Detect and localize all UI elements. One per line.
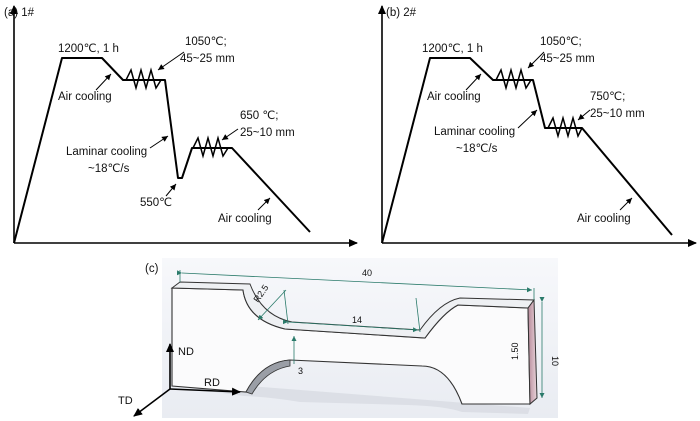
panel-a-coil-arrow [165,183,177,197]
panel-b-air-arrow-1 [465,73,482,91]
dim-thickness: 1.50 [510,342,520,360]
dim-length-line [176,270,533,293]
panel-b-air-cooling-1: Air cooling [427,91,481,103]
dim-length: 40 [362,268,372,278]
panel-a-coil-temp: 550℃ [140,197,172,209]
panel-b-laminar-label: Laminar cooling [434,126,515,138]
panel-c-label: (c) [145,263,159,275]
panel-b-rolling-coil-2 [547,115,583,139]
panel-a-laminar-arrow [149,135,169,149]
panel-b-roll2-arrow [577,109,591,121]
dim-gauge-ext-left [283,289,289,325]
panel-b-air-arrow-2 [619,197,633,211]
panel-a-roll2-temp: 650 ℃; [240,110,279,122]
panel-a-roll1-temp: 1050℃; [185,36,227,48]
axis-rd [169,387,241,396]
panel-b-roll2-thickness: 25~10 mm [590,108,645,120]
dim-gauge-ext-right [415,297,421,333]
dim-gauge: 14 [352,315,362,325]
panel-b: (b) 2# 1200℃, 1 h Air cooling 1050℃; 45~… [378,5,697,247]
panel-a-hold-label: 1200℃, 1 h [58,43,119,55]
panel-a-air-cooling-1: Air cooling [58,91,112,103]
panel-b-rolling-coil-1 [495,67,532,91]
dim-gauge-line [282,319,419,333]
panel-b-air-cooling-2: Air cooling [577,213,631,225]
panel-a-air-arrow-1 [95,73,112,91]
axis-nd-label: ND [178,346,194,358]
panel-a: (a) 1# 1200℃, 1 h Air cooling 1050℃; 45~… [4,5,358,247]
panel-a-roll1-thickness: 45~25 mm [180,53,235,65]
panel-b-roll1-temp: 1050℃; [540,36,582,48]
panel-a-air-cooling-2: Air cooling [218,213,272,225]
panel-a-rolling-coil-2 [192,135,229,159]
panel-a-process-curve [13,57,311,244]
panel-b-label: (b) 2# [386,7,417,19]
panel-a-roll2-thickness: 25~10 mm [240,127,295,139]
dim-radius-line [257,289,287,321]
axis-td-label: TD [118,395,133,407]
dim-gauge-width: 3 [298,366,303,376]
panel-a-roll1-arrow [157,51,185,71]
axis-rd-label: RD [204,377,220,389]
panel-a-roll2-arrow [221,128,239,141]
panel-a-label: (a) 1# [4,7,35,19]
panel-a-laminar-rate: ~18℃/s [88,163,130,175]
panel-b-laminar-rate: ~18℃/s [456,143,498,155]
panel-b-hold-label: 1200℃, 1 h [422,43,483,55]
panel-c: (c) 40 R2.5 14 1.50 10 3 ND RD TD [118,258,560,418]
specimen-shadow [172,380,530,414]
panel-a-air-arrow-2 [257,197,271,211]
panel-a-laminar-label: Laminar cooling [66,146,147,158]
panel-b-laminar-arrow [517,109,538,129]
panel-b-roll2-temp: 750℃; [590,91,625,103]
specimen-end-face [527,298,538,406]
specimen-inner-fillet [245,359,291,395]
panel-a-rolling-coil-1 [125,67,162,91]
dim-width: 10 [550,356,560,366]
panel-b-roll1-thickness: 45~25 mm [540,53,595,65]
panel-b-roll1-arrow [527,51,545,69]
axis-td [133,388,171,417]
